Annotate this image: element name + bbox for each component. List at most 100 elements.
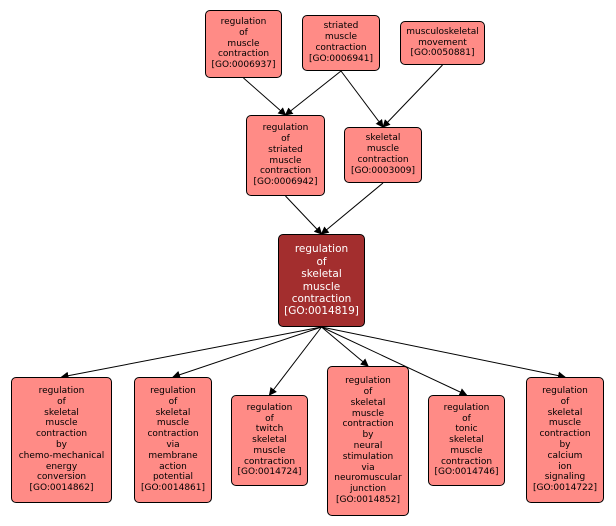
go-term-label-line: muscle [227,38,260,49]
go-term-label-line: neural [353,441,383,451]
go-term-label-line: membrane [148,450,198,461]
go-term-id: [GO:0014852] [335,494,401,505]
go-term-id: [GO:0014861] [140,483,206,494]
go-term-label-line: regulation [246,402,293,413]
go-term-label-line: skeletal [301,268,342,281]
edge-n50881-to-n3009 [382,64,443,128]
go-term-label-line: chemo-mechanical [18,450,105,461]
go-term-label-line: contraction [217,49,270,60]
go-term-label-line: junction [349,484,387,495]
go-term-label-line: contraction [315,43,367,53]
go-term-label-line: energy [45,461,78,472]
edge-n14819-to-n14862 [60,326,322,380]
go-term-label-line: musculoskeletal [406,26,479,37]
go-term-label-line: skeletal [44,407,79,418]
go-term-label-line: regulation [262,123,309,134]
go-term-label-line: muscle [253,445,286,456]
go-term-label-line: contraction [259,166,312,177]
go-term-label-line: muscle [450,445,483,456]
edge-n6941-to-n6942 [284,70,342,116]
edge-n14819-to-n14722 [321,326,566,380]
go-term-label-line: skeletal [365,133,401,144]
go-term-label-line: regulation [220,17,267,27]
go-term-label-line: regulation [38,386,85,397]
go-term-label-line: skeletal [547,407,583,418]
go-term-label-line: regulation [443,402,490,413]
go-term-label-line: muscle [548,418,582,429]
go-term-label-line: muscle [351,408,385,419]
go-term-label-line: neuromuscular [334,473,402,484]
go-term-label-line: of [57,396,66,407]
edge-n6937-to-n6942 [243,77,287,116]
edge-n14819-to-n14724 [268,326,322,396]
go-term-label-line: movement [418,37,467,48]
go-term-label-line: conversion [36,472,87,483]
go-term-label-line: action [159,461,187,472]
go-term-label-line: contraction [357,155,409,165]
go-term-label-line: muscle [156,418,190,429]
go-term-label-line: potential [152,472,194,483]
go-term-label-line: of [462,413,471,424]
go-term-label-line: regulation [294,243,349,256]
go-term-label-line: of [239,27,248,38]
go-term-label-line: muscle [324,32,358,43]
go-term-label-line: of [363,387,373,398]
edge-n6942-to-n14819 [285,195,323,235]
edge-n3009-to-n14819 [320,182,384,235]
go-term-label-line: regulation [542,386,588,397]
go-term-id: [GO:0014746] [434,467,499,478]
go-term-id: [GO:0006942] [253,177,318,188]
go-term-label-line: regulation [150,386,196,397]
go-term-label-line: tonic [455,424,478,435]
go-term-label-line: contraction [291,292,352,305]
go-term-label-line: muscle [366,144,400,155]
go-term-label-line: by [362,430,374,441]
go-term-label-line: striated [268,144,303,155]
go-term-label-line: via [361,462,375,473]
go-term-label-line: skeletal [252,435,287,446]
go-term-id: [GO:0014722] [532,483,598,494]
go-term-label-line: stimulation [342,451,394,462]
edge-n6941-to-n3009 [340,70,384,128]
go-term-id: [GO:0014862] [29,483,94,494]
go-term-label-line: contraction [539,429,591,440]
edge-n14819-to-n14852 [321,326,369,367]
go-term-label-line: by [55,440,68,450]
go-term-label-line: twitch [255,424,284,435]
go-term-label-line: contraction [243,456,296,467]
go-term-label-line: of [168,396,178,407]
go-term-label-line: contraction [440,456,493,467]
go-term-id: [GO:0050881] [410,48,475,59]
go-term-label-line: skeletal [350,397,386,408]
go-term-label-line: calcium [547,450,583,461]
go-term-id: [GO:0014819] [284,305,359,318]
go-term-label-line: ion [558,461,572,472]
go-term-label-line: muscle [302,280,341,293]
go-term-label-line: contraction [147,429,199,440]
go-term-label-line: via [166,440,180,450]
go-term-label-line: contraction [342,419,394,430]
go-term-label-line: striated [323,21,359,32]
go-term-label-line: of [560,396,570,407]
go-term-label-line: regulation [345,376,391,387]
go-term-id: [GO:0003009] [350,165,416,176]
go-term-label-line: of [281,133,290,144]
go-term-label-line: skeletal [449,435,484,446]
go-term-label-line: of [265,413,274,424]
go-term-label-line: signaling [544,472,586,483]
edge-n14819-to-n14746 [321,326,468,396]
